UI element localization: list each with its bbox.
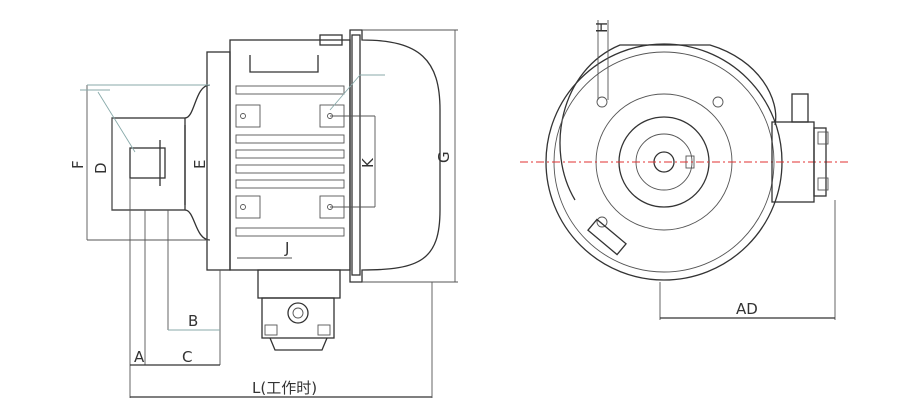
terminal-box (771, 93, 829, 203)
label-G: G (435, 151, 453, 163)
shaft (129, 147, 166, 179)
rear-cover (349, 29, 441, 283)
label-D: D (92, 162, 110, 174)
label-K: K (359, 157, 377, 168)
junction-box (257, 269, 341, 351)
flange (206, 51, 231, 271)
label-C: C (182, 348, 192, 366)
end-shield-curve (184, 84, 211, 119)
dimension-lines (80, 29, 458, 398)
label-A: A (134, 348, 145, 366)
label-AD: AD (736, 300, 758, 318)
label-J: J (284, 239, 289, 257)
label-E: E (191, 160, 209, 169)
label-H: H (593, 22, 611, 33)
front-view: AD H (520, 20, 848, 320)
cable-gland (587, 218, 627, 256)
label-F: F (69, 160, 87, 169)
label-B: B (188, 312, 198, 330)
motor-body (229, 39, 351, 271)
label-L: L(工作时) (252, 379, 317, 397)
flange-outline (559, 44, 777, 201)
side-view: F D E K G J B A C L(工作时) (69, 29, 458, 398)
cooling-fins (235, 85, 345, 237)
